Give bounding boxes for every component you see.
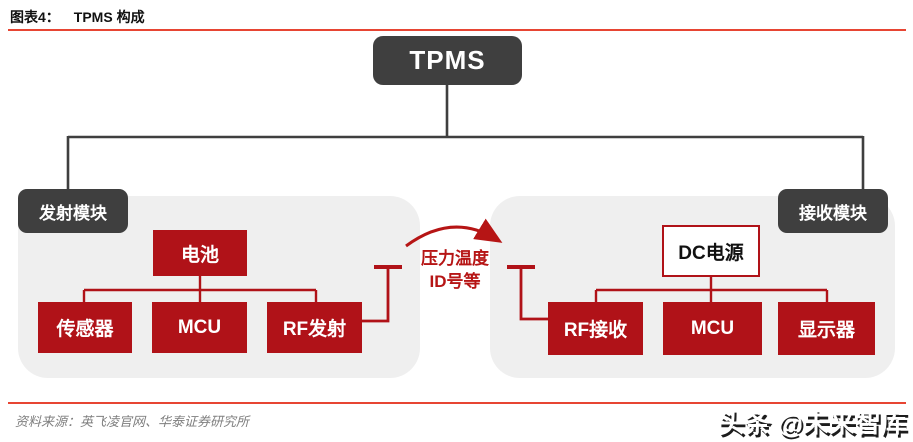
node-rf-receive-label: RF接收 bbox=[563, 320, 628, 341]
transmit-module-label: 发射模块 bbox=[39, 203, 107, 223]
transmission-annotation-line1: 压力温度 bbox=[421, 249, 489, 268]
node-mcu-receive: MCU bbox=[663, 302, 762, 355]
figure-label: 图表4： bbox=[10, 9, 60, 25]
node-rf-transmit-label: RF发射 bbox=[282, 319, 347, 340]
node-display: 显示器 bbox=[778, 302, 875, 355]
node-rf-receive: RF接收 bbox=[548, 302, 643, 355]
tpms-root-node: TPMS bbox=[373, 36, 522, 85]
node-battery-label: 电池 bbox=[180, 244, 219, 266]
node-rf-transmit: RF发射 bbox=[267, 302, 362, 353]
node-dc-power-label: DC电源 bbox=[678, 242, 744, 264]
transmit-module-tag: 发射模块 bbox=[18, 189, 128, 233]
node-display-label: 显示器 bbox=[797, 320, 855, 341]
transmission-annotation-line2: ID号等 bbox=[429, 272, 481, 291]
header-divider bbox=[8, 29, 906, 31]
node-dc-power: DC电源 bbox=[662, 225, 760, 277]
tree-connector bbox=[66, 85, 865, 191]
tpms-root-label: TPMS bbox=[409, 45, 486, 75]
node-battery: 电池 bbox=[153, 230, 247, 276]
footer-divider bbox=[8, 402, 906, 404]
node-sensor-label: 传感器 bbox=[56, 319, 114, 340]
transmission-annotation: 压力温度 ID号等 bbox=[403, 247, 507, 293]
watermark-text: 头条 @未来智库 bbox=[718, 408, 907, 438]
source-note: 资料来源：英飞凌官网、华泰证券研究所 bbox=[15, 414, 250, 429]
receive-module-label: 接收模块 bbox=[799, 203, 867, 223]
node-mcu-transmit: MCU bbox=[152, 302, 247, 353]
receive-module-tag: 接收模块 bbox=[778, 189, 888, 233]
node-mcu-transmit-label: MCU bbox=[177, 316, 222, 338]
figure-header: 图表4： TPMS 构成 bbox=[10, 7, 145, 27]
figure-title: TPMS 构成 bbox=[73, 9, 145, 25]
node-sensor: 传感器 bbox=[38, 302, 132, 353]
node-mcu-receive-label: MCU bbox=[690, 317, 735, 339]
